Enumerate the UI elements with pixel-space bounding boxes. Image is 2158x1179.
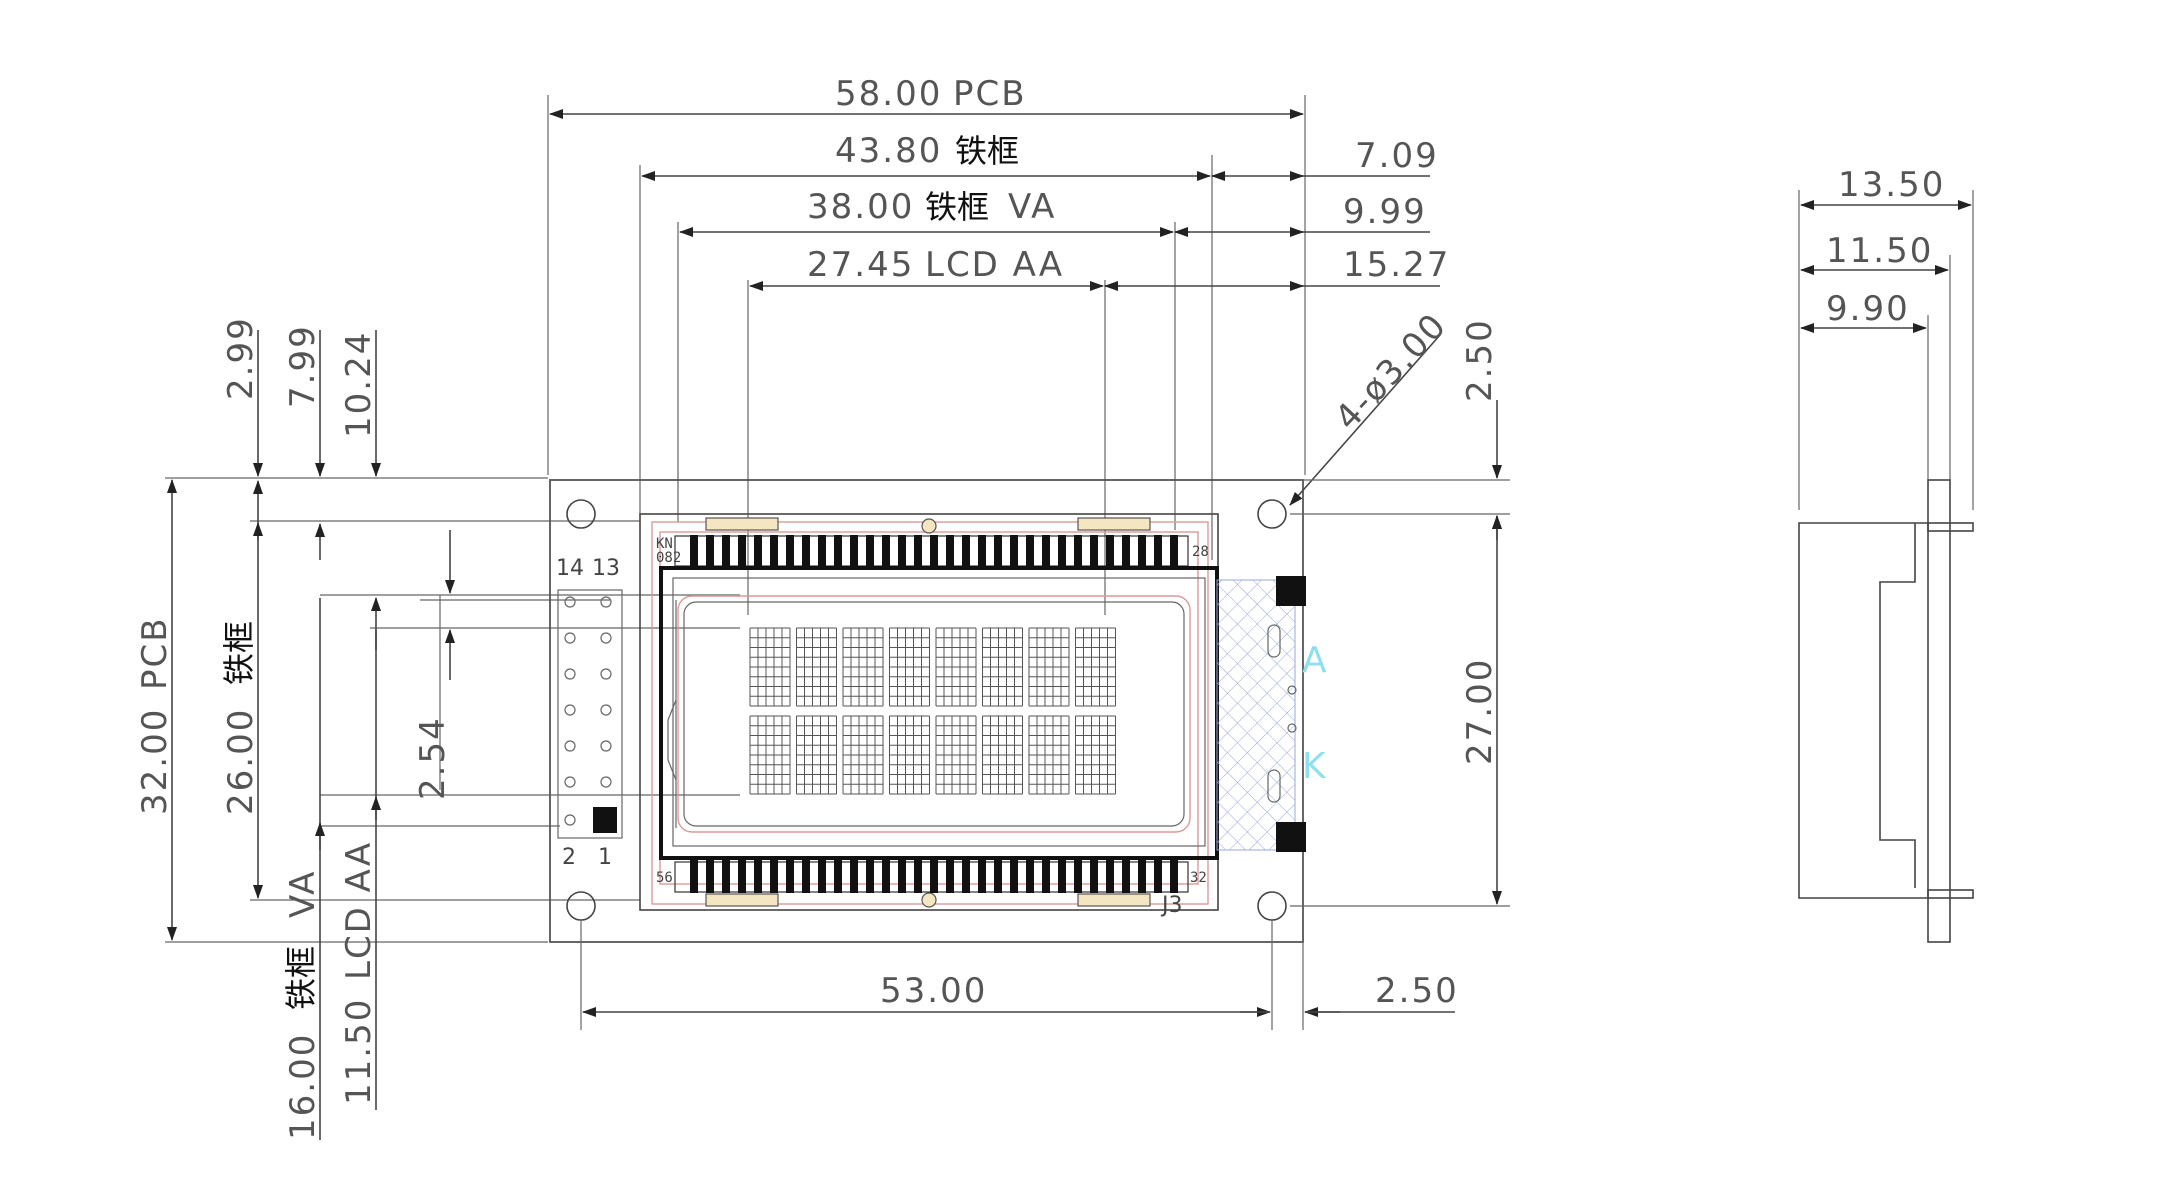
dim-aa-height-label: LCD AA	[339, 841, 379, 980]
character-cell	[842, 715, 884, 795]
pin-label-2: 2	[562, 845, 576, 870]
character-cell	[982, 715, 1023, 795]
dim-pcb-width-label: PCB	[953, 74, 1027, 114]
character-cell	[982, 627, 1023, 707]
side-depth-2: 11.50	[1826, 231, 1933, 271]
dim-va-height-value: 16.00	[283, 1033, 323, 1140]
bottom-dimensions: 53.00 2.50	[580, 920, 1459, 1030]
character-cell	[796, 715, 837, 795]
side-depth-1: 13.50	[1838, 165, 1945, 205]
character-cell	[1075, 715, 1116, 795]
board-mark-j3: J3	[1160, 893, 1183, 918]
backlight-anode-label: A	[1302, 640, 1327, 681]
dim-hole-spacing-vertical: 27.00	[1460, 658, 1500, 765]
dim-frame-width-label: 铁框	[955, 132, 1019, 170]
character-cell	[889, 627, 930, 707]
dim-pcb-height-label: PCB	[135, 616, 175, 690]
character-cell	[1028, 627, 1070, 707]
pcb-board: 14 13 2 1	[549, 305, 1455, 943]
top-pad-row: KN 082 28	[656, 517, 1209, 568]
dim-right-offset-3: 15.27	[1343, 245, 1450, 285]
iron-frame	[639, 513, 1219, 911]
dim-left-offset-3: 10.24	[339, 331, 379, 438]
character-cell	[796, 627, 837, 707]
dim-hole-top-offset: 2.50	[1460, 318, 1500, 402]
dim-va-width-value: 38.00	[807, 187, 914, 227]
character-cell	[749, 627, 791, 707]
dim-aa-width-value: 27.45	[807, 245, 914, 285]
dim-left-offset-1: 2.99	[221, 316, 261, 400]
dim-va-height-label: VA	[283, 870, 323, 918]
board-mark-32: 32	[1190, 870, 1207, 886]
right-dimensions: 2.50 27.00	[1290, 318, 1510, 907]
dim-hole-spacing-horizontal: 53.00	[880, 971, 987, 1011]
board-mark-kn: KN	[656, 536, 673, 552]
dim-aa-width-label: LCD AA	[925, 245, 1064, 285]
pin-label-1: 1	[598, 845, 612, 870]
left-dimensions: 2.99 7.99 10.24 32.00 PCB 26.00 铁框 2.54 …	[135, 316, 740, 1140]
character-cell	[889, 715, 930, 795]
character-cell	[935, 715, 977, 795]
bottom-pad-row: 56 32 J3	[656, 860, 1207, 918]
mounting-holes	[566, 499, 1287, 921]
character-cell	[935, 627, 977, 707]
dim-frame-height-value: 26.00	[221, 708, 261, 815]
board-mark-56: 56	[656, 870, 673, 886]
board-mark-082: 082	[656, 550, 681, 566]
character-cell	[1028, 715, 1070, 795]
dim-right-offset-1: 7.09	[1355, 136, 1439, 176]
pin-header: 14 13 2 1	[556, 556, 623, 870]
pin-label-13: 13	[592, 556, 620, 581]
character-cell	[1075, 627, 1116, 707]
side-depth-3: 9.90	[1826, 289, 1910, 329]
dim-pin-pitch: 2.54	[413, 716, 453, 800]
character-grid	[749, 627, 1116, 795]
pin-label-14: 14	[556, 556, 584, 581]
dim-pcb-width-value: 58.00	[835, 74, 942, 114]
dim-va-height-label-cn: 铁框	[282, 946, 320, 1010]
dim-va-width-label: VA	[1008, 187, 1056, 227]
board-mark-28: 28	[1192, 544, 1209, 560]
top-dimensions: 58.00 PCB 43.80 铁框 38.00 铁框 VA 27.45 LCD…	[547, 74, 1450, 615]
character-cell	[749, 715, 791, 795]
dim-va-width-label-cn: 铁框	[925, 188, 989, 226]
lcd-glass	[659, 566, 1219, 860]
character-cell	[842, 627, 884, 707]
hole-callout: 4-ø3.00	[1327, 305, 1455, 438]
backlight-tab: A K	[1216, 576, 1327, 852]
dim-pcb-height-value: 32.00	[135, 708, 175, 815]
side-view: 13.50 11.50 9.90	[1798, 165, 1974, 943]
dim-left-offset-2: 7.99	[283, 324, 323, 408]
dim-frame-height-label: 铁框	[220, 621, 258, 685]
dim-aa-height-value: 11.50	[339, 998, 379, 1105]
dim-frame-width-value: 43.80	[835, 131, 942, 171]
dim-hole-edge-offset: 2.50	[1375, 971, 1459, 1011]
backlight-cathode-label: K	[1302, 746, 1327, 787]
dim-right-offset-2: 9.99	[1343, 192, 1427, 232]
